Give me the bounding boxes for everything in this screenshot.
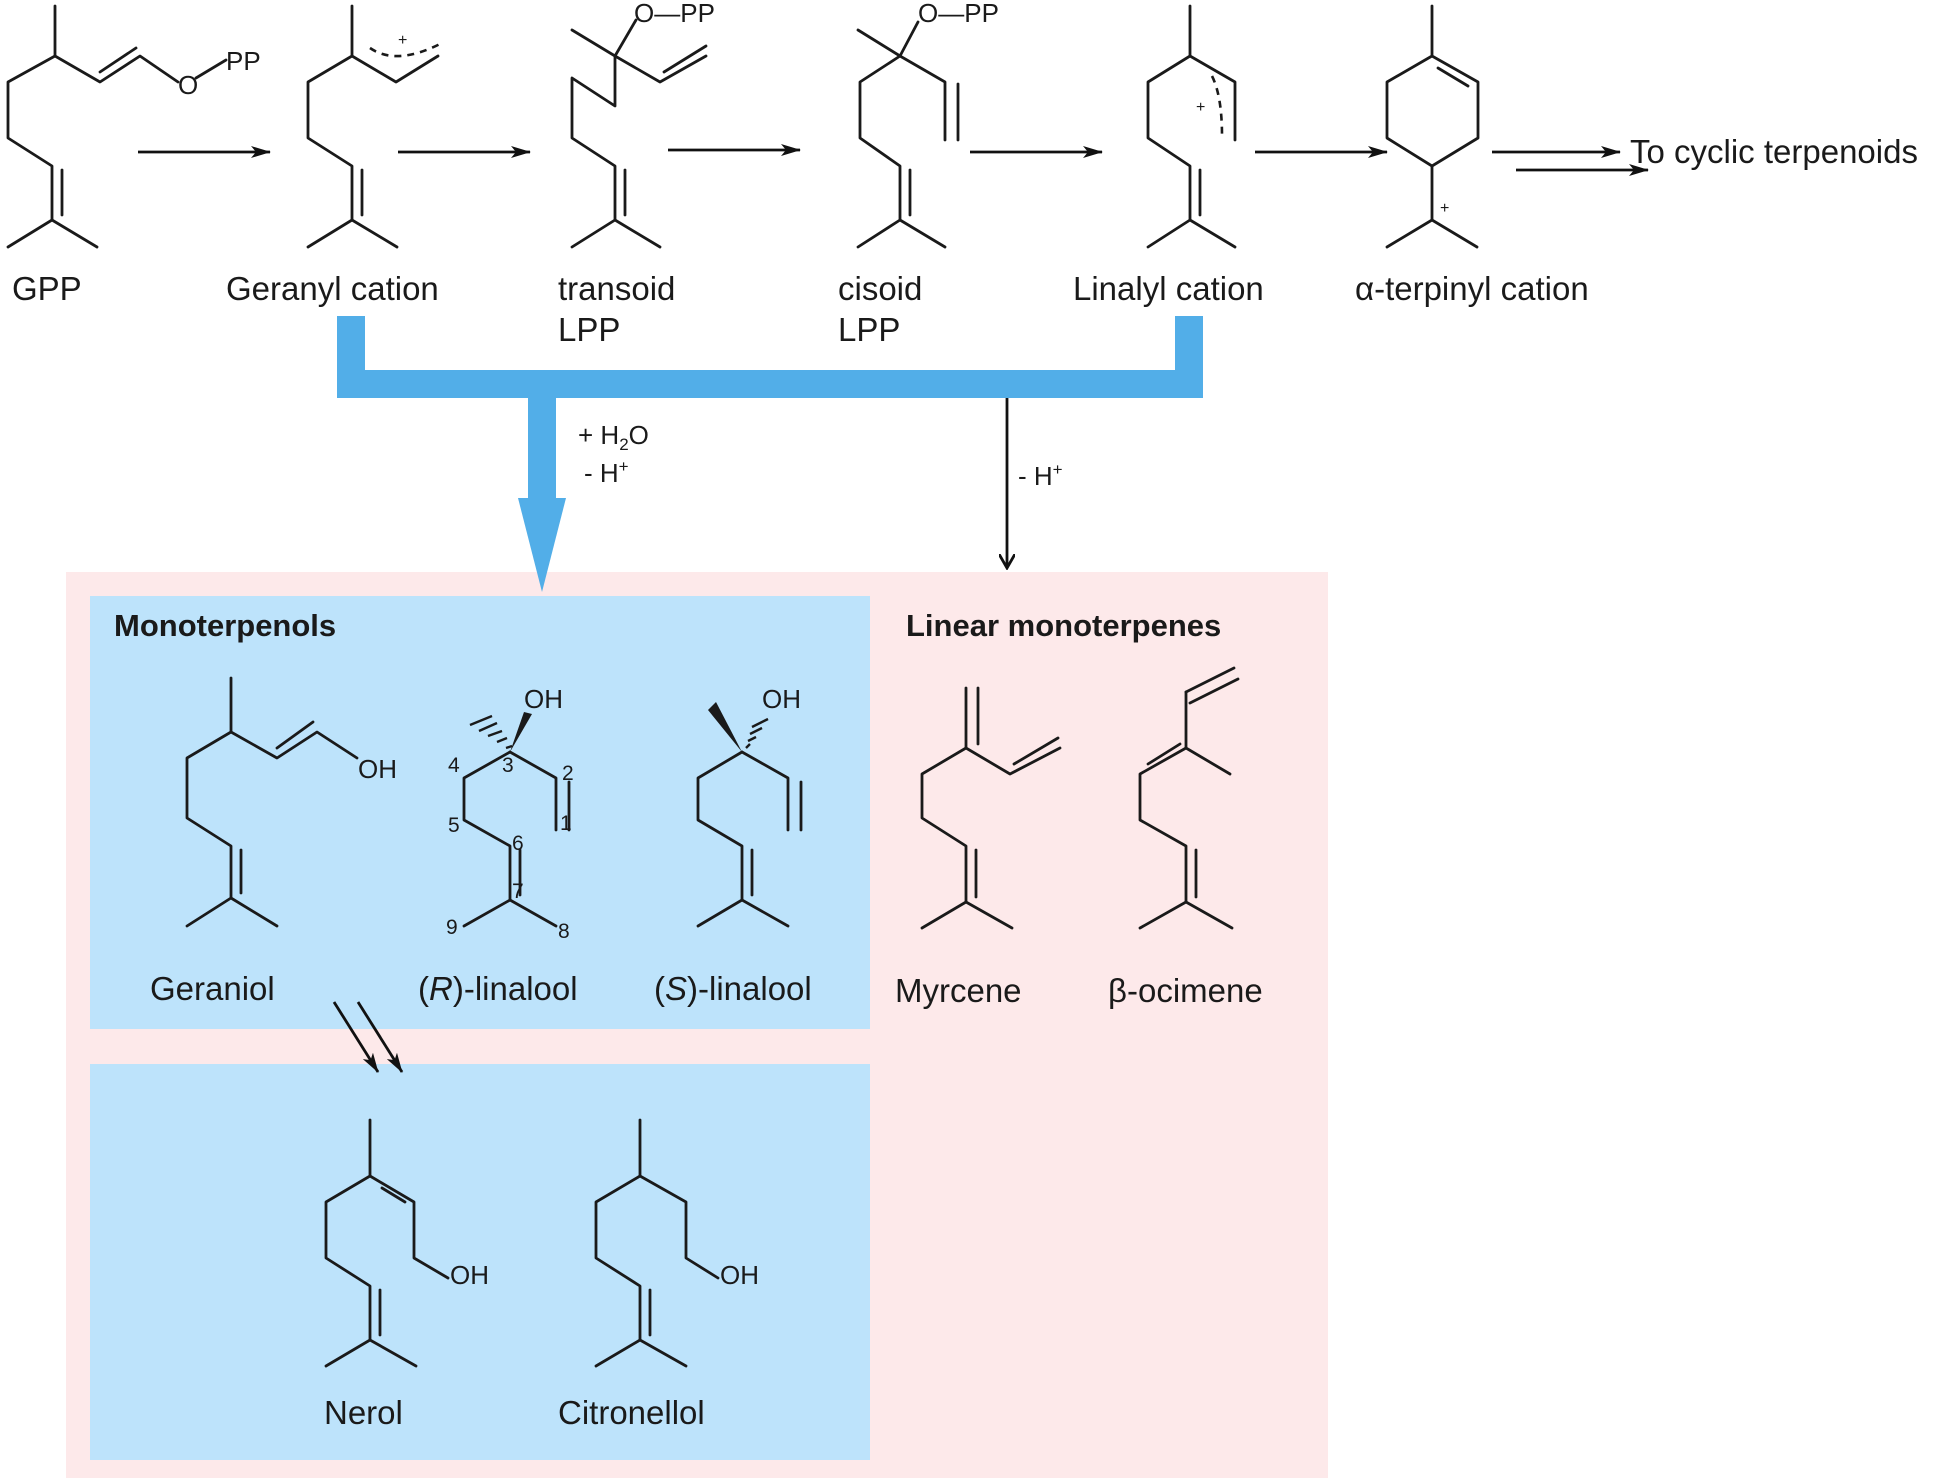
pyrophosphate-group: O—PP: [918, 0, 999, 28]
hydroxyl: OH: [524, 684, 563, 714]
hydration-flow-connector: [337, 316, 1203, 592]
hydroxyl: OH: [762, 684, 801, 714]
alpha-terpinyl-cation-structure: +: [1385, 4, 1480, 249]
label-transoid-line1: transoid: [558, 270, 675, 307]
hydroxyl: OH: [720, 1260, 759, 1290]
charge: +: [398, 32, 407, 49]
monoterpenols-panel: [90, 596, 870, 1029]
s-linalool-structure: OH: [696, 684, 803, 928]
label-beta-ocimene: β-ocimene: [1108, 972, 1263, 1009]
hydroxyl: OH: [358, 754, 397, 784]
label-transoid-line2: LPP: [558, 311, 620, 348]
r-linalool-structure: OH 2 3 4 5 6 7 8 9 1: [446, 684, 574, 943]
double-arrow-to-cyclic: [1492, 146, 1649, 176]
carbon-1: 1: [560, 812, 572, 835]
geraniol-structure: OH: [185, 676, 397, 928]
label-gpp: GPP: [12, 270, 82, 307]
label-geranyl-cation: Geranyl cation: [226, 270, 439, 307]
gpp-structure: O PP: [6, 4, 261, 249]
label-citronellol: Citronellol: [558, 1394, 705, 1431]
label-s-linalool: (S)-linalool: [654, 970, 812, 1007]
carbon-2: 2: [562, 762, 574, 785]
label-alpha-terpinyl-cation: α-terpinyl cation: [1355, 270, 1589, 307]
label-linalyl-cation: Linalyl cation: [1073, 270, 1264, 307]
carbon-8: 8: [558, 920, 570, 943]
transoid-lpp-structure: O—PP: [570, 0, 715, 249]
label-geraniol: Geraniol: [150, 970, 275, 1007]
label-myrcene: Myrcene: [895, 972, 1022, 1009]
deprotonation-left: - H+: [584, 457, 629, 488]
carbon-5: 5: [448, 814, 460, 837]
carbon-4: 4: [448, 754, 460, 777]
label-cisoid-line2: LPP: [838, 311, 900, 348]
cisoid-lpp-structure: O—PP: [856, 0, 999, 249]
carbon-9: 9: [446, 916, 458, 939]
carbon-6: 6: [512, 832, 524, 855]
derived-alcohols-panel: [90, 1064, 870, 1460]
pyrophosphate-group: O—PP: [634, 0, 715, 28]
pyrophosphate-pp: PP: [226, 46, 261, 76]
monoterpenols-title: Monoterpenols: [114, 608, 336, 643]
label-to-cyclic-terpenoids: To cyclic terpenoids: [1630, 133, 1918, 170]
geranyl-cation-structure: +: [306, 4, 441, 249]
carbon-7: 7: [512, 880, 524, 903]
linear-monoterpenes-title: Linear monoterpenes: [906, 608, 1221, 643]
label-cisoid-line1: cisoid: [838, 270, 922, 307]
hydroxyl: OH: [450, 1260, 489, 1290]
water-addition: + H2O: [578, 420, 649, 454]
carbon-3: 3: [502, 754, 514, 777]
pyrophosphate-o: O: [178, 70, 198, 100]
deprotonation-right: - H+: [1018, 460, 1063, 491]
label-r-linalool: (R)-linalool: [418, 970, 578, 1007]
label-nerol: Nerol: [324, 1394, 403, 1431]
nerol-structure: OH: [324, 1118, 489, 1368]
citronellol-structure: OH: [594, 1118, 759, 1368]
charge: +: [1196, 99, 1205, 116]
charge: +: [1440, 200, 1449, 217]
beta-ocimene-structure: [1138, 666, 1240, 930]
double-arrow-geraniol-derivatives: [332, 1001, 404, 1073]
linalyl-cation-structure: +: [1146, 4, 1237, 249]
myrcene-structure: [920, 686, 1062, 930]
